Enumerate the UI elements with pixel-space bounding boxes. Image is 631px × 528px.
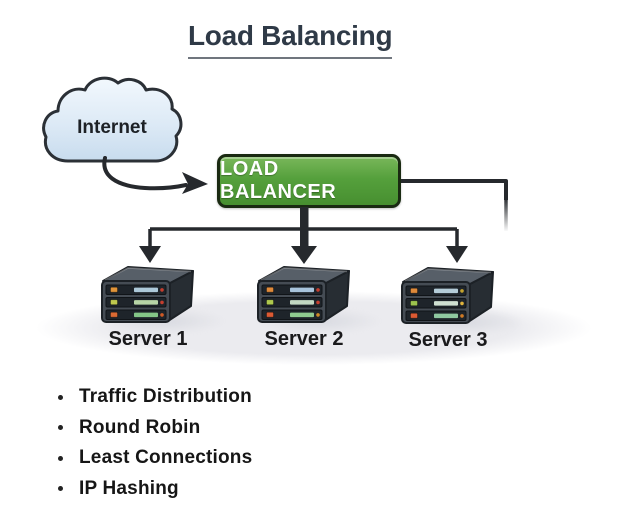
- feature-label: Traffic Distribution: [79, 386, 252, 408]
- server-icon: [101, 266, 194, 323]
- bullet-dot: [58, 455, 63, 461]
- server-3: Server 3: [400, 263, 524, 363]
- internet-label: Internet: [77, 117, 147, 138]
- server-icon: [401, 267, 494, 324]
- server-icon: [257, 266, 350, 323]
- server-label: Server 1: [108, 328, 188, 350]
- bullet-dot: [58, 486, 63, 492]
- bullet-dot: [58, 425, 63, 431]
- feature-list: Traffic Distribution Round Robin Least C…: [58, 382, 252, 504]
- feature-label: Round Robin: [79, 416, 201, 438]
- feature-item: IP Hashing: [58, 474, 252, 505]
- server-label: Server 3: [408, 329, 488, 351]
- page-title: Load Balancing: [188, 20, 393, 59]
- load-balancer-label: LOAD BALANCER: [220, 158, 337, 203]
- server-label: Server 2: [264, 328, 344, 350]
- bullet-dot: [58, 394, 63, 400]
- server-1: Server 1: [100, 262, 224, 362]
- distribution-arrows: [139, 207, 468, 264]
- server-2: Server 2: [256, 262, 380, 362]
- feature-item: Least Connections: [58, 443, 252, 474]
- feature-item: Round Robin: [58, 413, 252, 444]
- feature-item: Traffic Distribution: [58, 382, 252, 413]
- internet-cloud-icon: [38, 76, 188, 176]
- balancer-right-connector-line: [401, 179, 508, 231]
- feature-label: Least Connections: [79, 447, 253, 469]
- load-balancer-box: LOAD BALANCER: [217, 154, 401, 208]
- feature-label: IP Hashing: [79, 477, 179, 499]
